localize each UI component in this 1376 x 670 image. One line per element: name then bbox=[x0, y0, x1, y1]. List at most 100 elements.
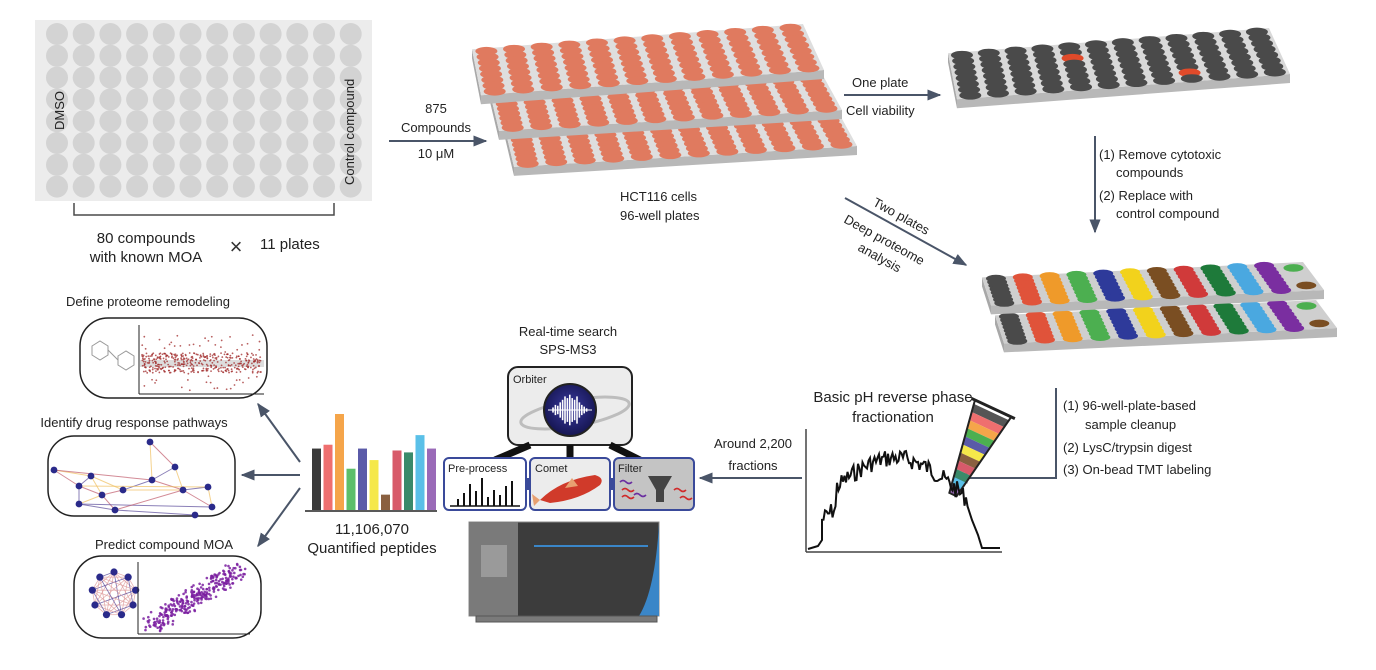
scatter-point bbox=[143, 363, 146, 366]
scatter-point bbox=[201, 369, 203, 372]
moa-network-node bbox=[117, 611, 126, 619]
well bbox=[179, 110, 202, 133]
scatter-point bbox=[179, 344, 182, 347]
scatter-point bbox=[220, 370, 223, 373]
scatter-point bbox=[164, 608, 167, 611]
scatter-point bbox=[158, 371, 161, 374]
scatter-point bbox=[230, 368, 233, 371]
scatter-point bbox=[172, 366, 174, 368]
well bbox=[701, 111, 724, 120]
scatter-point bbox=[159, 358, 162, 360]
scatter-point bbox=[188, 352, 191, 354]
scatter-point bbox=[155, 617, 159, 621]
scatter-point bbox=[225, 361, 227, 364]
well bbox=[711, 70, 734, 79]
scatter-point bbox=[212, 368, 215, 370]
well bbox=[1284, 324, 1305, 332]
scatter-point bbox=[207, 375, 210, 378]
well bbox=[501, 123, 524, 132]
scatter-point bbox=[259, 359, 262, 362]
network-edge bbox=[53, 469, 153, 481]
scatter-point bbox=[199, 586, 203, 589]
network-node bbox=[148, 476, 156, 484]
scatter-point bbox=[195, 597, 199, 600]
scatter-point bbox=[192, 343, 195, 346]
scatter-point bbox=[171, 623, 175, 626]
scatter-point bbox=[180, 386, 183, 389]
moa-correlation-scatter bbox=[142, 562, 247, 633]
scatter-point bbox=[222, 582, 225, 586]
well bbox=[512, 85, 535, 94]
fractions-label: fractions bbox=[728, 458, 778, 473]
scatter-point bbox=[233, 366, 236, 369]
well bbox=[1236, 69, 1259, 79]
well bbox=[672, 113, 695, 122]
scatter-point bbox=[174, 353, 177, 356]
compounds-count: 875 bbox=[425, 101, 447, 116]
well bbox=[1070, 82, 1093, 92]
well bbox=[615, 116, 638, 125]
scatter-point bbox=[204, 593, 207, 597]
scatter-point bbox=[229, 387, 232, 390]
well bbox=[232, 132, 255, 154]
scatter-point bbox=[258, 361, 261, 364]
network-edge bbox=[151, 479, 184, 491]
scatter-point bbox=[205, 368, 208, 371]
scatter-point bbox=[141, 353, 144, 356]
well bbox=[126, 132, 149, 154]
scatter-point bbox=[241, 364, 244, 367]
scatter-point bbox=[188, 367, 190, 370]
scatter-point bbox=[164, 610, 168, 614]
scatter-point bbox=[186, 611, 190, 615]
well bbox=[1153, 76, 1176, 85]
plate-front-edge bbox=[957, 74, 1290, 109]
well bbox=[206, 88, 229, 111]
scatter-point bbox=[248, 359, 251, 362]
tube-band bbox=[964, 428, 995, 448]
scatter-point bbox=[164, 361, 166, 364]
scatter-point bbox=[214, 343, 217, 346]
scatter-point bbox=[258, 348, 261, 351]
scatter-point bbox=[204, 359, 207, 362]
scatter-point bbox=[161, 619, 165, 622]
well bbox=[986, 88, 1009, 98]
scatter-point bbox=[158, 614, 161, 618]
fractionation-title-line2: fractionation bbox=[852, 409, 934, 426]
prep-step1-line2: sample cleanup bbox=[1085, 417, 1176, 432]
scatter-point bbox=[158, 629, 162, 633]
scatter-point bbox=[239, 362, 241, 365]
scatter-point bbox=[144, 370, 147, 373]
scatter-point bbox=[205, 587, 208, 591]
scatter-point bbox=[213, 352, 216, 355]
well bbox=[179, 88, 202, 111]
moa-network-edge bbox=[121, 589, 137, 615]
peptide-caption: Quantified peptides bbox=[307, 540, 436, 557]
moa-network-node bbox=[110, 568, 118, 576]
scatter-point bbox=[202, 355, 205, 358]
well bbox=[286, 110, 309, 133]
network-edge bbox=[114, 489, 184, 511]
well bbox=[1188, 290, 1209, 298]
scatter-point bbox=[237, 574, 240, 578]
peptide-count: 11,106,070 bbox=[335, 521, 409, 538]
scatter-point bbox=[217, 368, 219, 371]
scatter-point bbox=[237, 355, 240, 358]
proteome-scatter bbox=[141, 334, 262, 392]
scatter-point bbox=[240, 353, 243, 356]
scatter-point bbox=[147, 615, 150, 619]
scatter-point bbox=[214, 354, 216, 357]
well bbox=[232, 153, 255, 176]
scatter-point bbox=[185, 364, 188, 367]
moa-network-node bbox=[88, 586, 96, 594]
scatter-point bbox=[175, 608, 179, 611]
scatter-point bbox=[237, 365, 240, 368]
scatter-point bbox=[152, 366, 154, 369]
scatter-point bbox=[174, 363, 177, 366]
well bbox=[1125, 78, 1148, 88]
scatter-point bbox=[208, 589, 211, 592]
scatter-point bbox=[198, 344, 201, 347]
well bbox=[313, 175, 335, 198]
well bbox=[126, 66, 149, 89]
scatter-point bbox=[192, 371, 195, 374]
scatter-point bbox=[212, 579, 215, 583]
